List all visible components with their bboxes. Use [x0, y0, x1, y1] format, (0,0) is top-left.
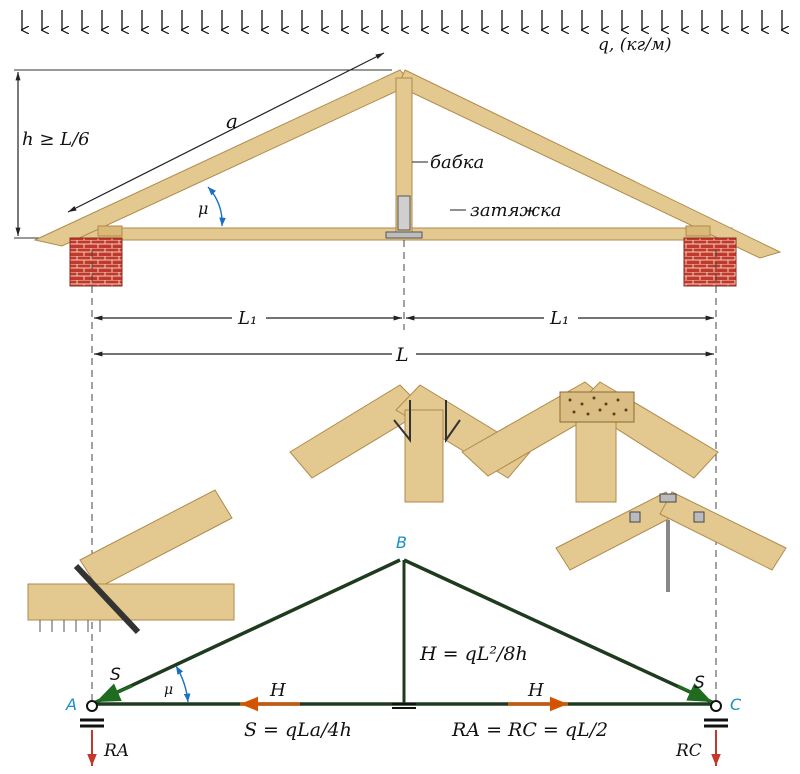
left-brick-support [69, 237, 123, 287]
s-right-arrow [677, 683, 713, 704]
rc-label: RC [675, 741, 702, 761]
upper-truss: h ≥ L/6 a μ бабка затяжка [14, 52, 782, 287]
half-span-left-label: L₁ [237, 308, 257, 329]
detail2-king-post [575, 413, 617, 503]
half-span-right-mask [544, 306, 578, 330]
support-a-pin [86, 700, 98, 712]
detail3-bolt-left [629, 511, 641, 523]
heel-rafter [79, 489, 233, 589]
angle-top-label: μ [198, 199, 208, 218]
detail3-bolt-top [659, 493, 677, 503]
force-diagram: B A C S S μ H H H = qL²/8h S = qLa/4h RA… [65, 533, 742, 766]
span-mask [392, 342, 416, 366]
load-arrows [22, 10, 782, 30]
angle-bottom-label: μ [164, 682, 173, 698]
heel-bolt [73, 563, 141, 635]
support-c-pin [710, 700, 722, 712]
s-left-label: S [110, 665, 121, 685]
heel-nails [39, 620, 101, 632]
right-wall-plate [685, 225, 711, 237]
detail3-right-rafter [659, 491, 787, 571]
king-post-label: бабка [430, 152, 484, 173]
right-brick-support [683, 237, 737, 287]
rafter-length-label: a [226, 109, 238, 133]
heel-joint-detail [27, 489, 235, 635]
detail1-king-post [404, 409, 444, 503]
heel-tie-beam [27, 583, 235, 621]
tie-beam-label: затяжка [470, 200, 561, 221]
ridge-joint-detail-2 [461, 381, 719, 503]
detail3-bolt-right [693, 511, 705, 523]
s-right-label: S [694, 673, 705, 693]
member-ab [91, 558, 401, 706]
ra-label: RA [103, 741, 129, 761]
node-b-label: B [396, 533, 407, 552]
half-span-right-label: L₁ [549, 308, 569, 329]
left-wall-plate [97, 225, 123, 237]
left-rafter [33, 69, 413, 247]
s-formula: S = qLa/4h [244, 719, 352, 741]
ridge-joint-detail-3 [555, 491, 787, 592]
h-left-label: H [269, 680, 286, 701]
node-a-label: A [65, 695, 77, 714]
angle-arc-bottom [175, 665, 191, 703]
reaction-formula: RA = RC = qL/2 [451, 719, 608, 741]
s-left-arrow [95, 683, 133, 704]
rafter-dimension [67, 52, 385, 213]
h-formula: H = qL²/8h [419, 643, 528, 665]
angle-arc-top [207, 186, 226, 227]
height-label: h ≥ L/6 [22, 129, 90, 150]
half-span-left-mask [232, 306, 266, 330]
load-label: q, (кг/м) [598, 35, 672, 55]
span-dimensions: L₁ L₁ L [91, 240, 717, 700]
h-right-label: H [527, 680, 544, 701]
detail1-clamps [393, 400, 461, 444]
detail3-left-rafter [555, 491, 679, 571]
king-post-plate [385, 231, 423, 239]
detail2-nail-plate [559, 391, 635, 423]
detail2-nails [568, 396, 628, 416]
span-label: L [395, 344, 409, 366]
node-c-label: C [730, 695, 742, 714]
king-post-bracket [397, 195, 411, 231]
member-bc [403, 558, 717, 706]
